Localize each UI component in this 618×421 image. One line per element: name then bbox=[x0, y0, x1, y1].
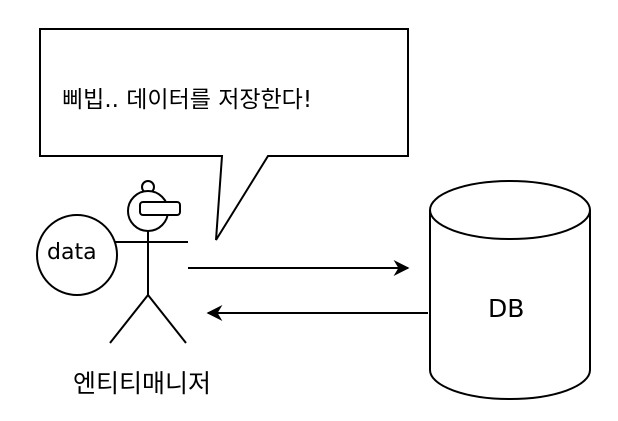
database-cylinder bbox=[429, 180, 591, 400]
speech-bubble-shape bbox=[39, 28, 409, 241]
speech-bubble-text: 삐빕.. 데이터를 저장한다! bbox=[62, 87, 313, 113]
actor-body bbox=[109, 231, 188, 344]
actor-head bbox=[127, 180, 181, 232]
data-label: data bbox=[47, 240, 97, 265]
data-circle bbox=[36, 214, 118, 296]
actor-label: 엔티티매니저 bbox=[73, 369, 212, 398]
visor-icon bbox=[139, 201, 181, 216]
database-label: DB bbox=[488, 294, 525, 323]
